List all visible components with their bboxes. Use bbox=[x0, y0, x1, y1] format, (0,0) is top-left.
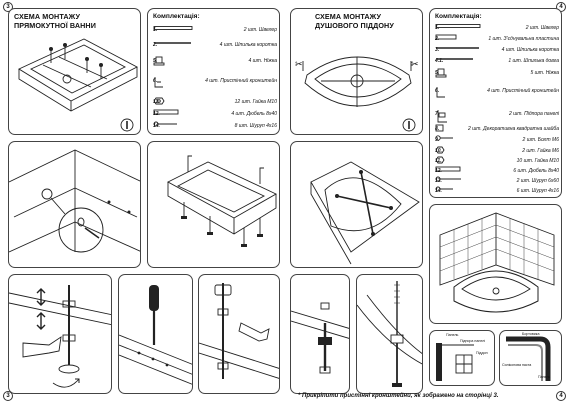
right-kit-item: 13.2 шт. Шуруп 6х60 bbox=[435, 176, 559, 184]
label-silicone: Силіконова паста bbox=[502, 363, 532, 367]
panel-section-panel: Панель Підпора панелі Піддон bbox=[429, 330, 495, 386]
label-panel: Панель bbox=[446, 333, 459, 337]
wall-corner-illustration bbox=[9, 149, 140, 253]
tray-installed-panel bbox=[429, 204, 562, 324]
tray-leg-panel bbox=[290, 274, 350, 394]
bracket-note: * Прикріпити пристінні кронштейни, як зо… bbox=[298, 393, 499, 399]
sealing-illustration bbox=[506, 336, 551, 381]
panel-section-illustration bbox=[436, 343, 474, 381]
page-number-bottom-left: 3 bbox=[3, 391, 13, 401]
info-icon bbox=[402, 118, 416, 132]
left-kit-item: 6. 4 шт. Пристінний кронштейн bbox=[153, 76, 277, 88]
leg-wrench-illustration bbox=[9, 285, 111, 388]
right-title-line2: ДУШОВОГО ПІДДОНУ bbox=[315, 20, 394, 30]
right-kit-item: 6.4 шт. Пристінний кронштейн bbox=[435, 86, 559, 98]
left-title-line2: ПРЯМОКУТНОЇ ВАННИ bbox=[14, 20, 96, 30]
left-kit-title: Комплектація: bbox=[153, 13, 200, 20]
page-number-bottom-right: 4 bbox=[556, 391, 566, 401]
bathtub-installed-panel bbox=[147, 141, 280, 268]
right-title: СХЕМА МОНТАЖУ ДУШОВОГО ПІДДОНУ bbox=[315, 12, 394, 30]
right-kit-item: 3.4 шт. Шпилька коротка bbox=[435, 47, 559, 53]
left-kit-item: 11. 12 шт. Гайка М10 bbox=[153, 97, 277, 105]
leg-adjust-panel bbox=[8, 274, 112, 394]
right-kit-item: 7.2 шт. Підпора панелі bbox=[435, 109, 559, 123]
screwdriver-channel-illustration bbox=[119, 285, 192, 385]
tray-overview-panel: СХЕМА МОНТАЖУ ДУШОВОГО ПІДДОНУ ✂ ✂ bbox=[290, 8, 423, 135]
bathtub-overview-panel: СХЕМА МОНТАЖУ ПРЯМОКУТНОЇ ВАННИ bbox=[8, 8, 141, 135]
left-kit-item: 5. 4 шт. Ніжка bbox=[153, 56, 277, 66]
leg-bolt-panel bbox=[198, 274, 280, 394]
right-kit-item: 1.2 шт. Швелер bbox=[435, 24, 559, 31]
tray-leg-illustration bbox=[291, 302, 349, 374]
right-kit-item: 11.10 шт. Гайка М10 bbox=[435, 156, 559, 164]
left-kit-item: 14. 8 шт. Шуруп 4х16 bbox=[153, 121, 277, 129]
label-panel-support: Підпора панелі bbox=[460, 339, 486, 343]
leg-bolt-illustration bbox=[199, 283, 279, 379]
right-kit-panel: Комплектація: 1.2 шт. Швелер 2.1 шт. З'є… bbox=[429, 8, 562, 198]
left-kit-item: 2. 4 шт. Шпилька коротка bbox=[153, 42, 277, 48]
left-title: СХЕМА МОНТАЖУ ПРЯМОКУТНОЇ ВАННИ bbox=[14, 12, 96, 30]
left-kit-item: 1. 2 шт. Швелер bbox=[153, 26, 277, 33]
tray-upside-down-illustration: ✂ ✂ bbox=[295, 56, 419, 132]
right-kit-item: 4.1.1 шт. Шпилька довга bbox=[435, 58, 559, 64]
label-tray: Піддон bbox=[476, 351, 488, 355]
left-kit-item: 12. 4 шт. Дюбель 8х40 bbox=[153, 109, 277, 117]
right-kit-item: 8.2 шт. Декоративна квадратна шайба bbox=[435, 124, 559, 132]
sealing-panel: Бортовика Силіконова паста Панель bbox=[499, 330, 562, 386]
zoom-circle bbox=[58, 207, 104, 253]
label-seal-strip: Бортовика bbox=[522, 332, 540, 336]
wall-bracket-panel bbox=[8, 141, 141, 268]
right-kit-item: 2.1 шт. З'єднувальна пластина bbox=[435, 34, 559, 42]
right-kit-item: 14.6 шт. Шуруп 4х16 bbox=[435, 186, 559, 194]
scissors-icon: ✂ bbox=[411, 60, 419, 70]
tray-channels-panel bbox=[290, 141, 423, 268]
right-kit-item: 5.5 шт. Ніжка bbox=[435, 68, 559, 78]
bathtub-upside-down-illustration bbox=[18, 38, 138, 132]
scissors-icon: ✂ bbox=[295, 60, 303, 70]
tray-channels-illustration bbox=[310, 161, 420, 265]
bathtub-on-legs-illustration bbox=[167, 155, 277, 247]
left-kit-panel: Комплектація: 1. 2 шт. Швелер 2. 4 шт. Ш… bbox=[147, 8, 280, 135]
panel-support-illustration bbox=[357, 281, 422, 387]
screwdriver-panel bbox=[118, 274, 193, 394]
info-icon bbox=[120, 118, 134, 132]
tray-tiled-corner-illustration bbox=[439, 212, 555, 313]
right-kit-item: 10.2 шт. Гайка М6 bbox=[435, 146, 559, 154]
left-title-line1: СХЕМА МОНТАЖУ bbox=[14, 12, 81, 21]
right-kit-item: 12.6 шт. Дюбель 8х40 bbox=[435, 166, 559, 174]
right-title-line1: СХЕМА МОНТАЖУ bbox=[315, 12, 382, 21]
label-panel-2: Панель bbox=[538, 375, 551, 379]
panel-support-panel bbox=[356, 274, 423, 394]
right-kit-title: Комплектація: bbox=[435, 13, 482, 20]
right-kit-item: 9.2 шт. Болт М6 bbox=[435, 135, 559, 143]
